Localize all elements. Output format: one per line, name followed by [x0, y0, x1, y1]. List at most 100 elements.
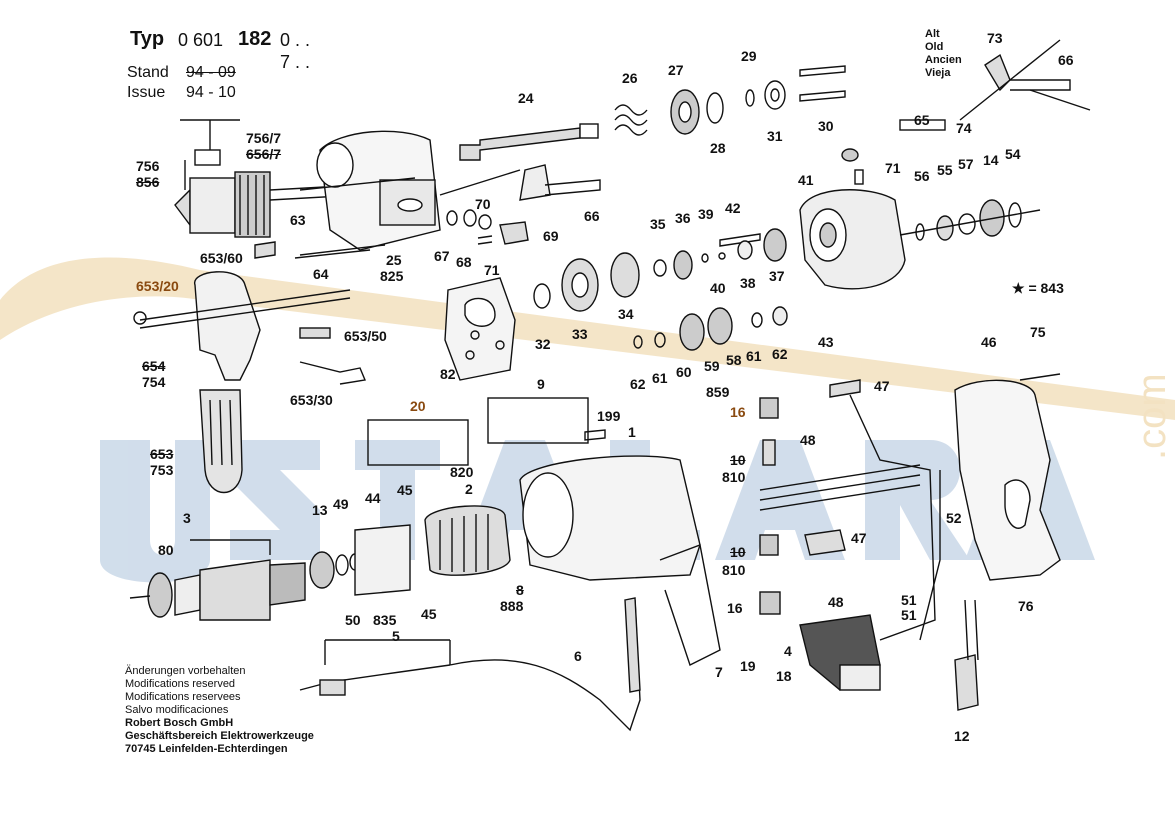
part-label: 28: [710, 140, 726, 156]
part-label: 61: [652, 370, 668, 386]
part-label: 51: [901, 592, 917, 608]
part-label: 653/30: [290, 392, 333, 408]
footer-company: 70745 Leinfelden-Echterdingen: [125, 743, 288, 755]
part-label: 16: [730, 404, 746, 420]
part-label: 50: [345, 612, 361, 628]
part-label: 47: [874, 378, 890, 394]
power-cord: [919, 470, 979, 711]
gear-train: [533, 228, 787, 312]
part-label: 859: [706, 384, 730, 400]
part-label: 26: [622, 70, 638, 86]
label-plate-20: [367, 419, 469, 466]
part-label: 76: [1018, 598, 1034, 614]
side-handle: [133, 241, 371, 494]
part-label: 25: [386, 252, 402, 268]
armature: [129, 539, 361, 621]
part-label: 67: [434, 248, 450, 264]
part-label: 62: [772, 346, 788, 362]
part-label: 14: [983, 152, 999, 168]
part-label: 24: [518, 90, 534, 106]
small-parts: [446, 209, 529, 245]
part-label: 13: [312, 502, 328, 518]
part-label: 61: [746, 348, 762, 364]
part-label: 68: [456, 254, 472, 270]
part-label: 7: [715, 664, 723, 680]
part-label: 56: [914, 168, 930, 184]
fan-guide: [354, 524, 411, 596]
typ-suffix-2: 7 . .: [280, 52, 311, 72]
motor-housing: [519, 455, 721, 666]
part-label: 65: [914, 112, 930, 128]
part-label: 18: [776, 668, 792, 684]
part-label: 754: [142, 374, 166, 390]
switch: [799, 614, 881, 691]
part-label: 45: [421, 606, 437, 622]
part-label: 10: [730, 544, 746, 560]
part-label: 9: [537, 376, 545, 392]
part-label: 820: [450, 464, 474, 480]
part-label: 64: [313, 266, 329, 282]
part-label: 57: [958, 156, 974, 172]
part-label: 45: [397, 482, 413, 498]
part-label: 40: [710, 280, 726, 296]
part-label: 653/50: [344, 328, 387, 344]
part-label: 70: [475, 196, 491, 212]
part-label: 4: [784, 643, 792, 659]
part-label: 10: [730, 452, 746, 468]
part-label: 69: [543, 228, 559, 244]
part-label: 37: [769, 268, 785, 284]
alt-label-3: Ancien: [925, 54, 962, 66]
part-label: 29: [741, 48, 757, 64]
part-label: 41: [798, 172, 814, 188]
part-label: 27: [668, 62, 684, 78]
part-label: 2: [465, 481, 473, 497]
part-label: 835: [373, 612, 397, 628]
part-label: 825: [380, 268, 404, 284]
part-label: 42: [725, 200, 741, 216]
part-label: 47: [851, 530, 867, 546]
brush-holders: [759, 379, 936, 641]
drill-chuck: [174, 119, 361, 238]
part-label: 888: [500, 598, 524, 614]
stand-label: Stand: [127, 64, 169, 81]
watermark-suffix: .com: [1130, 373, 1174, 460]
right-bearings: [899, 199, 1041, 241]
part-label: 63: [290, 212, 306, 228]
part-label: 58: [726, 352, 742, 368]
field-winding: [424, 505, 511, 576]
footer-line: Salvo modificaciones: [125, 704, 229, 716]
part-label: 55: [937, 162, 953, 178]
typ-number: 0 601: [178, 30, 224, 50]
part-label: 73: [987, 30, 1003, 46]
gear-plate: [444, 277, 516, 381]
part-label: 653: [150, 446, 174, 462]
footer-company: Geschäftsbereich Elektrowerkzeuge: [125, 730, 314, 742]
footer-line: Modifications reserved: [125, 678, 236, 690]
part-label: 34: [618, 306, 634, 322]
star-legend: ★ = 843: [1012, 280, 1064, 296]
part-label: 49: [333, 496, 349, 512]
footer-notes: Änderungen vorbehalten Modifications res…: [125, 665, 314, 756]
part-label: 3: [183, 510, 191, 526]
part-label: 71: [484, 262, 500, 278]
part-label: 62: [630, 376, 646, 392]
part-label: 856: [136, 174, 160, 190]
alt-label-1: Alt: [925, 28, 940, 40]
cable-guide: [624, 597, 641, 693]
power-cable: [299, 599, 641, 732]
part-label: 66: [1058, 52, 1074, 68]
motor-bearing-housing: [799, 148, 906, 290]
part-label: 653/60: [200, 250, 243, 266]
part-label: 20: [410, 398, 426, 414]
part-label: 5: [392, 628, 400, 644]
part-label: 48: [800, 432, 816, 448]
part-label: 199: [597, 408, 621, 424]
part-label: 31: [767, 128, 783, 144]
part-label: 12: [954, 728, 970, 744]
part-label: 654: [142, 358, 166, 374]
part-label: 30: [818, 118, 834, 134]
top-bearings: [614, 65, 846, 136]
footer-line: Modifications reservees: [125, 691, 241, 703]
